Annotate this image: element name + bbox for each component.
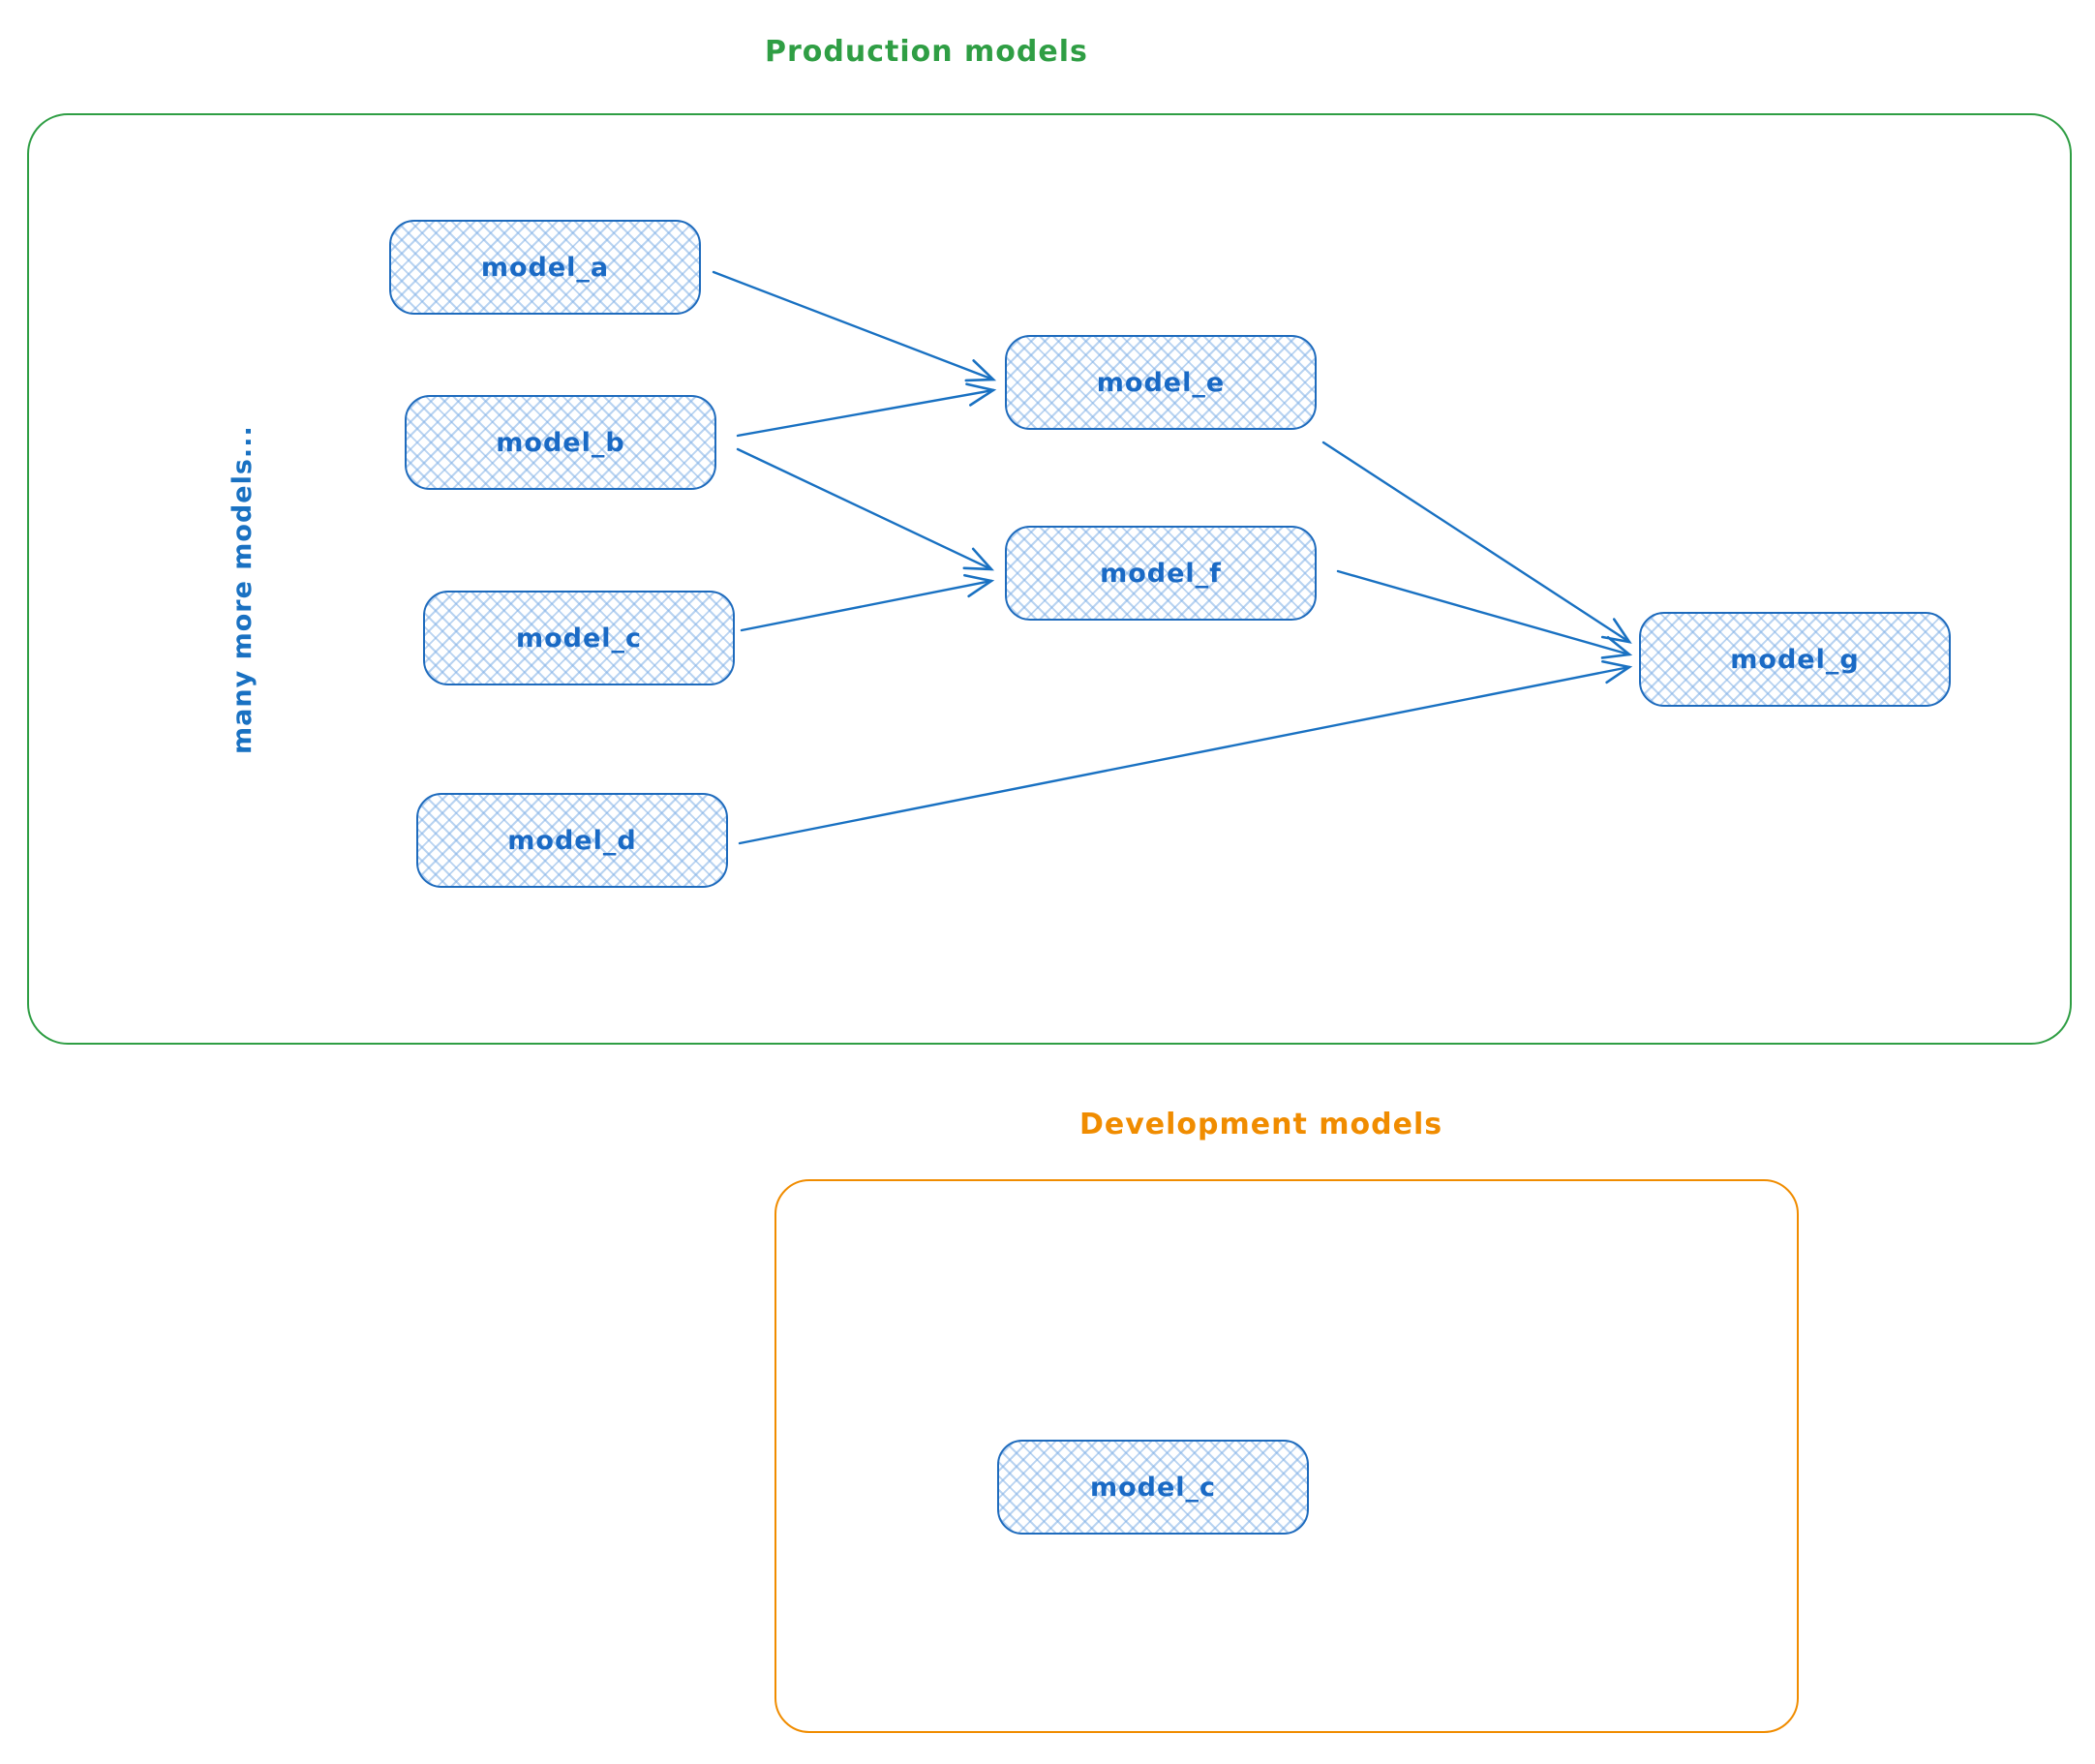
node-model-f-label: model_f: [1100, 558, 1222, 589]
node-model-e-label: model_e: [1096, 367, 1226, 398]
node-model-c-label: model_c: [515, 623, 643, 654]
production-section-title: Production models: [765, 35, 1088, 69]
node-model-b: model_b: [405, 395, 716, 490]
node-model-c: model_c: [423, 591, 735, 685]
node-model-g: model_g: [1639, 612, 1951, 707]
production-frame: [27, 113, 2072, 1045]
development-section-title: Development models: [1079, 1108, 1443, 1141]
node-model-d: model_d: [416, 793, 728, 888]
node-model-e: model_e: [1005, 335, 1317, 430]
node-model-d-label: model_d: [507, 825, 637, 856]
node-model-a: model_a: [389, 220, 701, 315]
node-model-g-label: model_g: [1730, 644, 1860, 675]
node-model-f: model_f: [1005, 526, 1317, 621]
node-model-b-label: model_b: [496, 427, 625, 458]
development-frame: [774, 1179, 1799, 1733]
many-more-models-note: many more models...: [228, 425, 258, 754]
node-model-a-label: model_a: [480, 252, 610, 283]
node-dev-model-c-label: model_c: [1089, 1472, 1217, 1503]
node-dev-model-c: model_c: [997, 1440, 1309, 1535]
